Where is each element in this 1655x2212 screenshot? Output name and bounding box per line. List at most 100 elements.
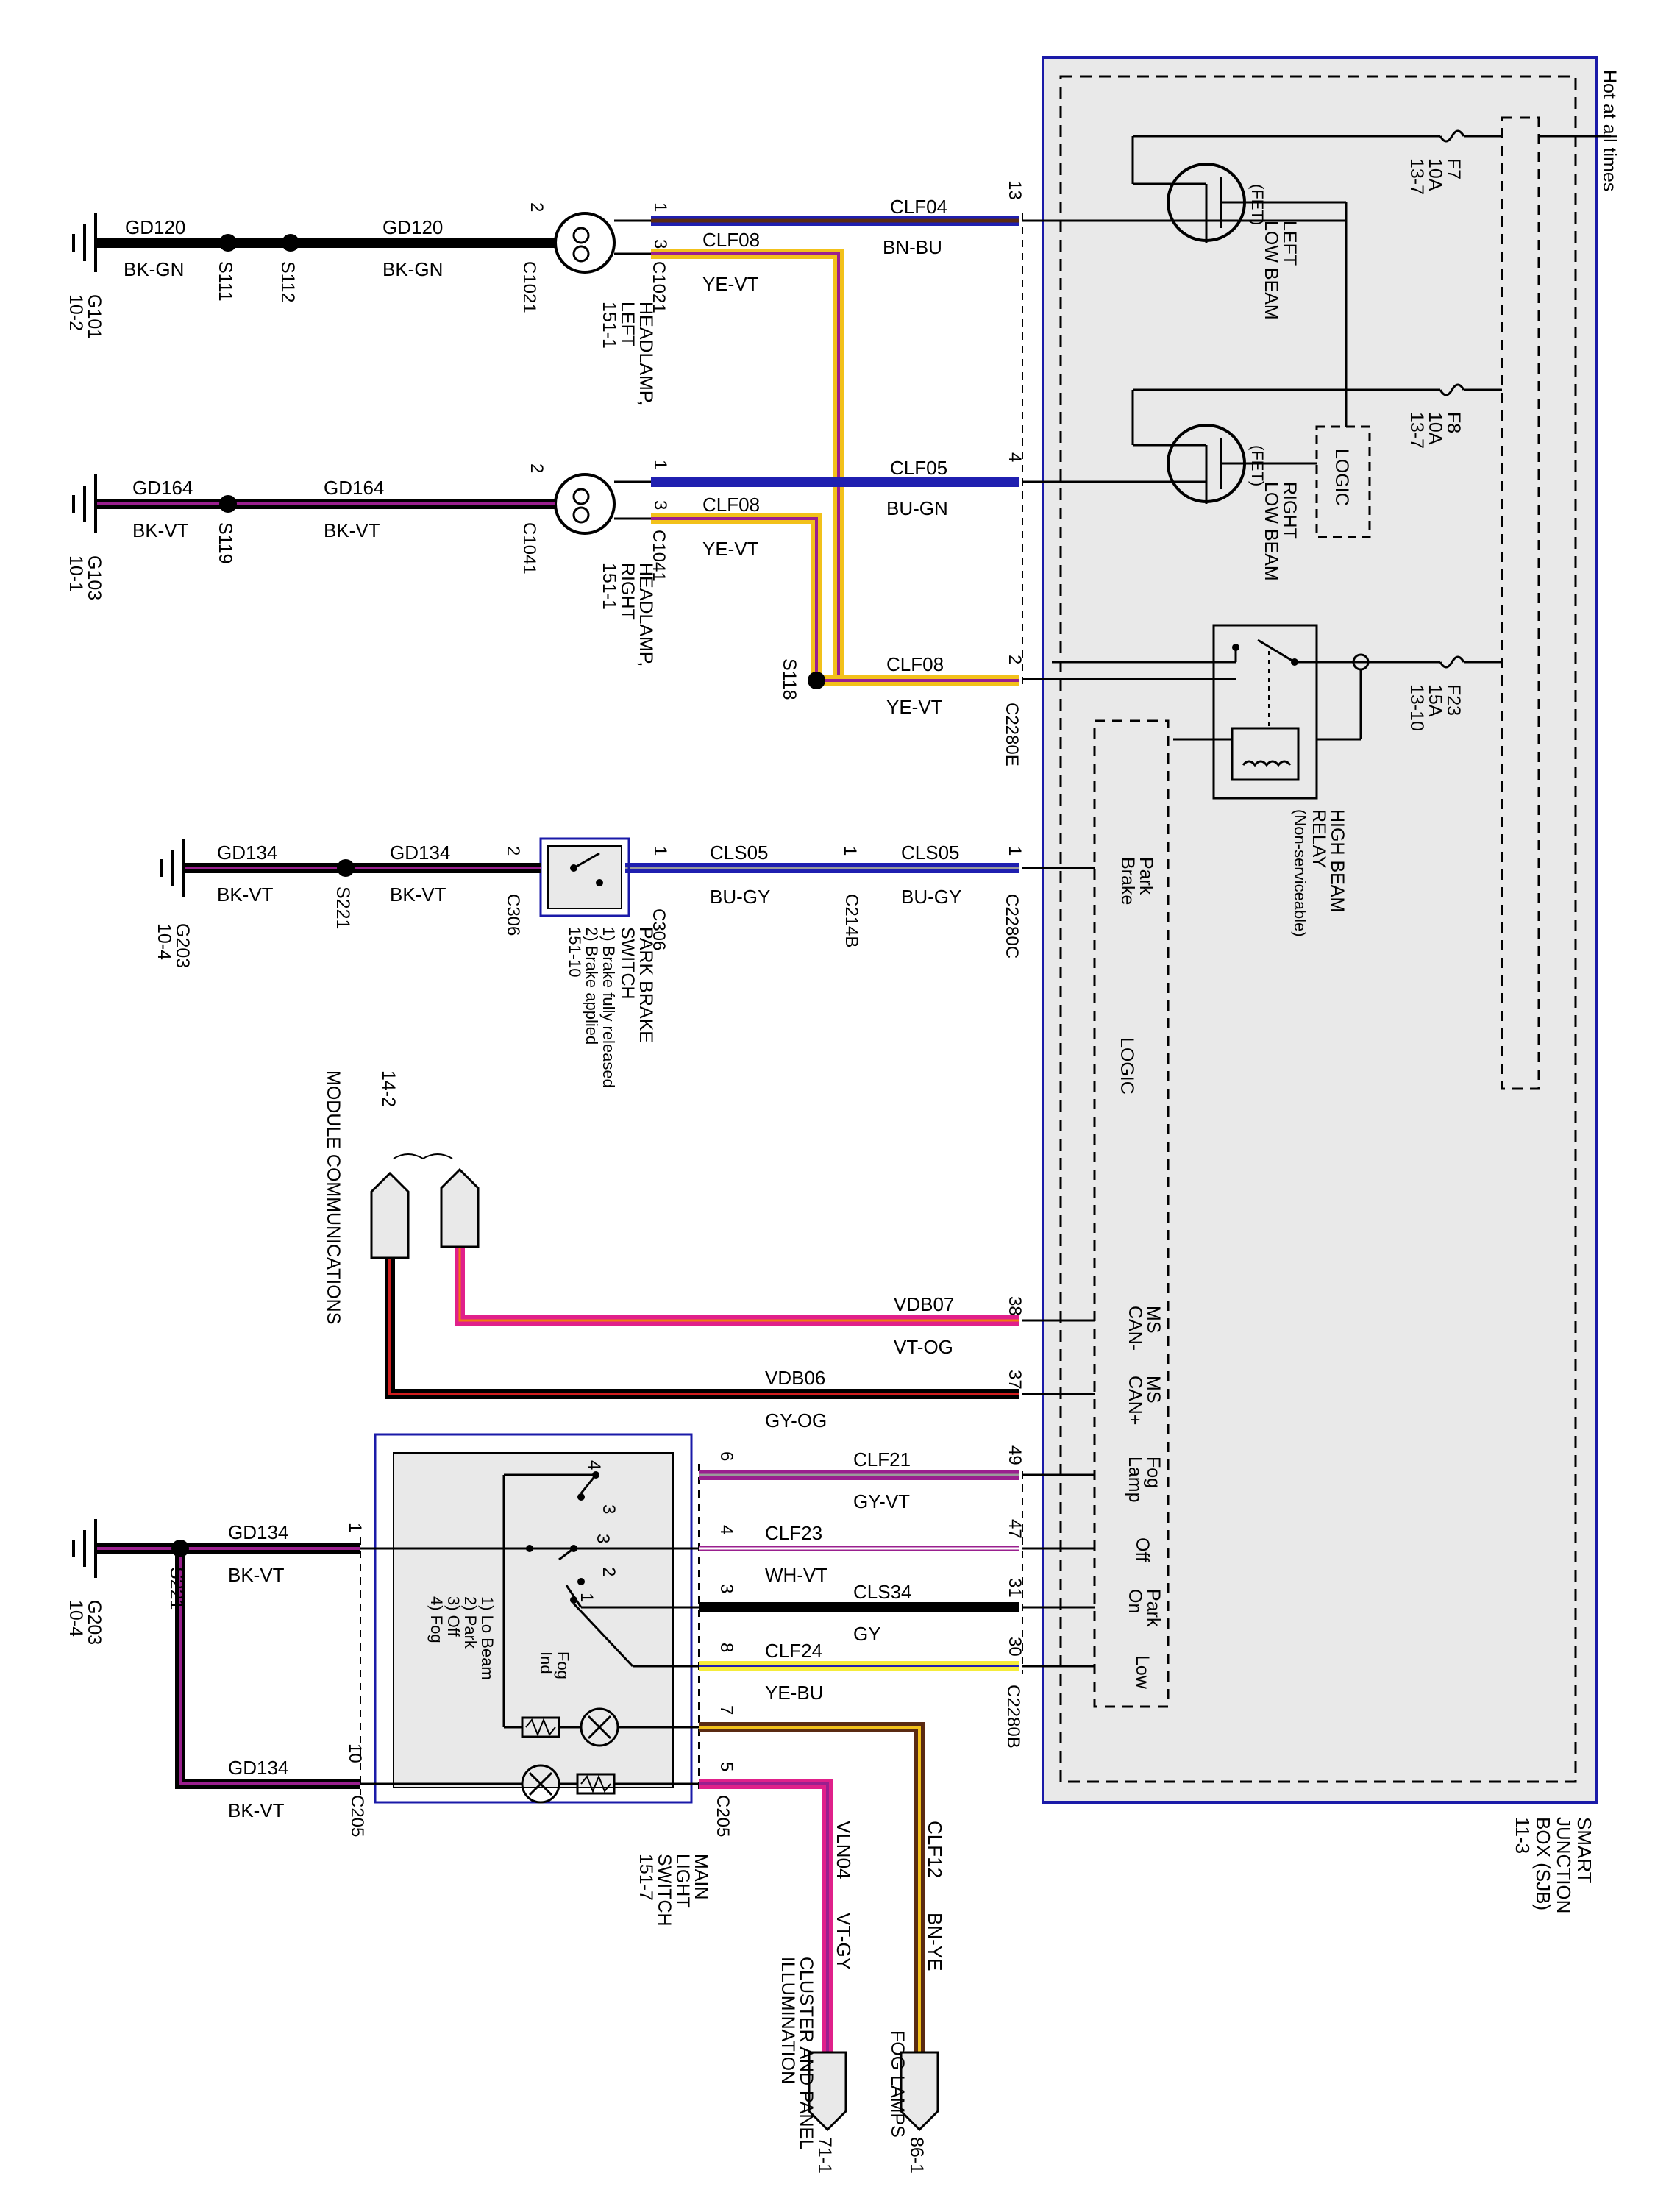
svg-text:CLS34: CLS34 [853, 1581, 912, 1603]
svg-text:BU-GN: BU-GN [886, 497, 948, 519]
svg-text:BK-GN: BK-GN [382, 258, 443, 280]
svg-text:C1021: C1021 [519, 261, 539, 313]
svg-text:GD134: GD134 [390, 842, 450, 864]
svg-text:YE-VT: YE-VT [886, 696, 943, 718]
module-communications-label: MODULE COMMUNICATIONS [323, 1070, 344, 1324]
svg-text:13-7: 13-7 [1406, 158, 1427, 195]
left-headlamp-circuit: CLF04 BN-BU CLF08 YE-VT 13 1 3 2 C1021 C… [65, 180, 1025, 680]
high-beam-relay: HIGH BEAM RELAY (Non-serviceable) [1052, 624, 1348, 937]
ms-can-minus-label: MS [1143, 1306, 1164, 1334]
svg-text:CLF23: CLF23 [765, 1522, 822, 1544]
svg-text:ILLUMINATION: ILLUMINATION [777, 1957, 798, 2084]
left-low-beam-label: LEFT [1279, 221, 1300, 266]
svg-text:BK-VT: BK-VT [324, 519, 380, 541]
svg-text:BK-VT: BK-VT [228, 1564, 285, 1586]
sjb-inner-boundary [1059, 75, 1577, 1783]
cluster-illumination-connector-icon [808, 2051, 847, 2132]
svg-text:2: 2 [527, 463, 547, 473]
svg-text:C1041: C1041 [649, 530, 669, 582]
svg-text:10-4: 10-4 [154, 923, 174, 960]
svg-text:BN-BU: BN-BU [883, 236, 942, 258]
main-light-switch: 4 3 3 2 1 Fog Ind 1) Lo Beam 2) Park 3) … [347, 1433, 1023, 1927]
svg-text:BK-GN: BK-GN [124, 258, 184, 280]
svg-text:Ind: Ind [537, 1651, 555, 1674]
svg-text:G203: G203 [172, 923, 193, 968]
svg-text:2: 2 [527, 202, 547, 212]
svg-text:VDB07: VDB07 [894, 1293, 954, 1315]
svg-text:VDB06: VDB06 [765, 1367, 825, 1389]
svg-text:CLF24: CLF24 [765, 1640, 822, 1662]
can-circuit: VDB07 VT-OG VDB06 GY-OG 38 37 14-2 MODUL… [323, 1070, 1025, 1432]
right-low-beam-label: LOW BEAM [1261, 482, 1281, 581]
svg-text:YE-BU: YE-BU [765, 1682, 823, 1704]
svg-text:1: 1 [650, 202, 670, 212]
svg-text:(Non-serviceable): (Non-serviceable) [1291, 809, 1309, 937]
svg-text:BU-GY: BU-GY [901, 886, 961, 908]
cluster-panel-illumination-label: CLUSTER AND PANEL [796, 1957, 816, 2149]
svg-text:BN-YE: BN-YE [924, 1913, 946, 1971]
svg-text:3: 3 [593, 1534, 613, 1543]
svg-text:10A: 10A [1425, 158, 1445, 191]
svg-text:4: 4 [716, 1525, 736, 1534]
svg-text:YE-VT: YE-VT [702, 273, 759, 295]
svg-text:VT-OG: VT-OG [894, 1336, 953, 1358]
svg-text:S221: S221 [166, 1567, 187, 1610]
park-brake-switch-label: PARK BRAKE [636, 927, 656, 1043]
svg-text:CLF05: CLF05 [890, 457, 947, 479]
fet-logic-label: LOGIC [1331, 449, 1352, 506]
svg-text:C2280E: C2280E [1002, 703, 1022, 767]
svg-text:(FET): (FET) [1248, 184, 1267, 225]
main-light-switch-outline [374, 1433, 693, 1804]
svg-text:C214B: C214B [841, 894, 861, 947]
svg-text:(FET): (FET) [1248, 445, 1267, 486]
svg-text:C306: C306 [503, 894, 523, 936]
svg-text:BK-VT: BK-VT [390, 883, 446, 906]
svg-text:WH-VT: WH-VT [765, 1564, 828, 1586]
svg-text:151-1: 151-1 [599, 302, 619, 349]
svg-text:10A: 10A [1425, 412, 1445, 445]
svg-text:VLN04: VLN04 [833, 1821, 855, 1880]
svg-text:13-7: 13-7 [1406, 412, 1427, 449]
svg-text:GY-VT: GY-VT [853, 1490, 910, 1512]
svg-text:G203: G203 [84, 1600, 104, 1645]
svg-text:2: 2 [503, 846, 523, 856]
svg-text:15A: 15A [1425, 684, 1445, 717]
svg-text:13: 13 [1005, 180, 1025, 200]
svg-text:CLF08: CLF08 [886, 653, 944, 675]
hot-bus [1501, 116, 1540, 1090]
svg-text:10-2: 10-2 [65, 294, 86, 331]
svg-text:3: 3 [650, 500, 670, 510]
fog-ind-label: Fog [554, 1651, 572, 1679]
fog-lamps-connector-icon [900, 2051, 939, 2132]
sjb-internal-lines [1022, 219, 1346, 1668]
svg-text:13-10: 13-10 [1406, 684, 1427, 731]
svg-text:4: 4 [584, 1460, 604, 1470]
svg-text:3: 3 [599, 1504, 619, 1514]
svg-text:CLS05: CLS05 [901, 842, 960, 864]
splice-s118 [808, 672, 825, 689]
svg-text:5: 5 [716, 1762, 736, 1771]
svg-text:4) Fog: 4) Fog [427, 1596, 446, 1643]
splice-s221-switch [171, 1540, 189, 1557]
high-beam-relay-label: HIGH BEAM [1327, 809, 1348, 912]
svg-text:1: 1 [1005, 846, 1025, 856]
svg-text:C1021: C1021 [649, 261, 669, 313]
off-input-label: Off [1132, 1537, 1153, 1562]
svg-text:2: 2 [599, 1567, 619, 1576]
module-comms-ref: 14-2 [378, 1070, 399, 1107]
svg-text:31: 31 [1005, 1578, 1025, 1598]
high-beam-feed: CLF08 YE-VT 2 C2280E S118 [779, 653, 1025, 767]
svg-text:1: 1 [345, 1523, 365, 1532]
park-brake-switch-box [539, 837, 630, 917]
svg-text:G103: G103 [84, 555, 104, 600]
svg-text:GD164: GD164 [324, 477, 384, 499]
svg-text:BU-GY: BU-GY [710, 886, 770, 908]
svg-text:37: 37 [1005, 1370, 1025, 1390]
left-low-beam-label: LOW BEAM [1261, 221, 1281, 320]
splice-s119 [219, 495, 237, 513]
svg-text:BK-VT: BK-VT [132, 519, 189, 541]
sjb-title: 11-3 [1512, 1817, 1534, 1854]
svg-text:71-1: 71-1 [814, 2137, 835, 2174]
svg-text:SWITCH: SWITCH [654, 1854, 675, 1927]
